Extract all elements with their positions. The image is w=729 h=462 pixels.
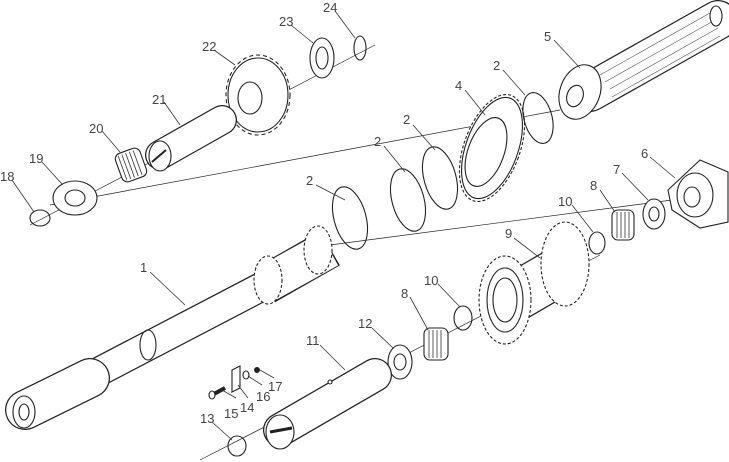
- callout-16: 16: [256, 389, 270, 404]
- callout-13: 13: [200, 411, 214, 426]
- gear-22: [225, 54, 291, 136]
- ring-18: [29, 209, 51, 227]
- assembly-axes: [29, 44, 711, 461]
- callout-23: 23: [279, 14, 293, 29]
- cover-6: [667, 159, 729, 229]
- callout-10: 10: [558, 194, 572, 209]
- nut-17: [254, 367, 260, 373]
- ring-10-lower: [453, 305, 473, 331]
- callout-5: 5: [544, 29, 551, 44]
- shaft-21: [145, 105, 237, 172]
- callout-7: 7: [613, 162, 620, 177]
- shaft-11: [263, 358, 392, 450]
- callout-2: 2: [403, 112, 410, 127]
- callout-2: 2: [374, 134, 381, 149]
- gear-cluster-9: [478, 221, 590, 345]
- thrust-washer-19: [52, 180, 98, 216]
- callout-15: 15: [224, 406, 238, 421]
- callout-10: 10: [424, 273, 438, 288]
- bolt-15: [208, 386, 226, 400]
- callout-labels: 1 2 2 2 2 4 5 6 7 8 8 9 10 10 11 12 13 1…: [0, 0, 648, 426]
- needle-bearing-8-upper: [611, 209, 635, 241]
- washer-16: [242, 370, 250, 380]
- callout-24: 24: [323, 0, 337, 15]
- plate-14: [231, 365, 241, 393]
- callout-8: 8: [401, 286, 408, 301]
- callout-22: 22: [202, 39, 216, 54]
- callout-19: 19: [29, 151, 43, 166]
- callout-18: 18: [0, 169, 14, 184]
- callout-8: 8: [590, 178, 597, 193]
- callout-12: 12: [358, 316, 372, 331]
- leader-lines: [11, 10, 676, 441]
- washer-12: [387, 344, 413, 380]
- snap-rings-2: [331, 92, 554, 250]
- gear-4: [458, 93, 526, 203]
- washer-23: [309, 37, 335, 79]
- callout-14: 14: [240, 400, 254, 415]
- ring-10-upper: [588, 231, 606, 255]
- washer-7: [642, 198, 666, 230]
- callout-17: 17: [268, 379, 282, 394]
- callout-11: 11: [306, 333, 320, 348]
- ring-13: [227, 435, 247, 457]
- callout-2: 2: [493, 58, 500, 73]
- main-shaft-1: [5, 225, 340, 430]
- callout-4: 4: [455, 78, 462, 93]
- callout-2: 2: [306, 173, 313, 188]
- callout-6: 6: [641, 146, 648, 161]
- ring-24: [353, 35, 367, 61]
- needle-bearing-8-lower: [423, 327, 449, 361]
- callout-1: 1: [140, 260, 147, 275]
- callout-21: 21: [152, 92, 166, 107]
- callout-9: 9: [505, 226, 512, 241]
- needle-bearing-20: [114, 147, 148, 183]
- callout-20: 20: [89, 121, 103, 136]
- splined-shaft-5: [558, 0, 729, 120]
